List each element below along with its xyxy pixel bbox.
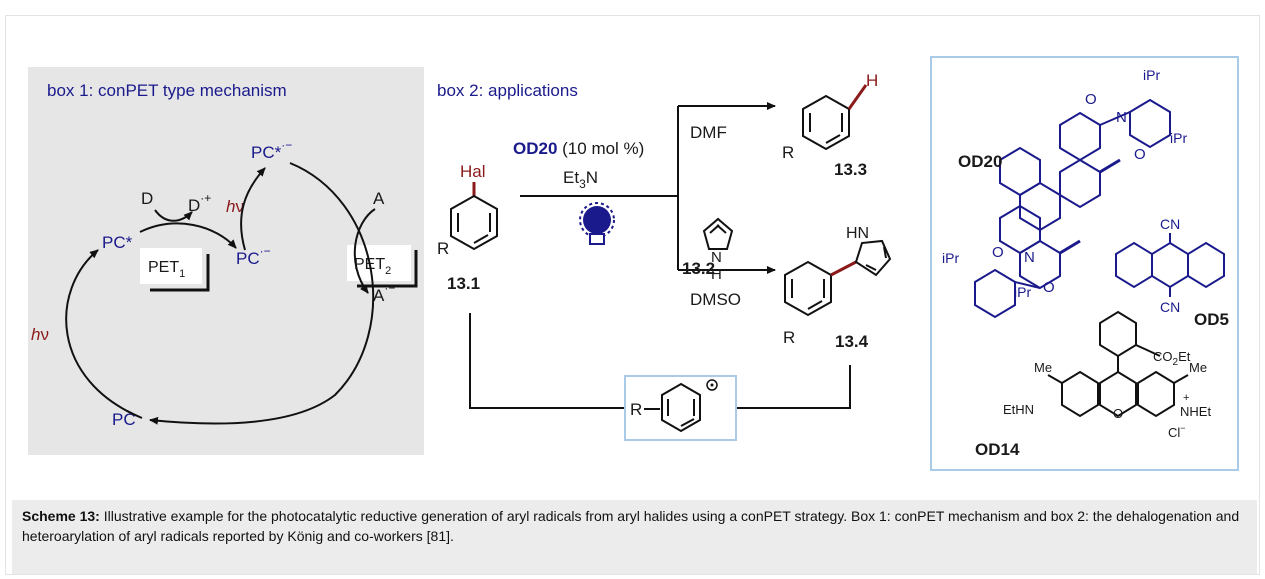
pc-star-radical-anion: PC*·− [251, 138, 292, 162]
od14-plus: + [1183, 392, 1189, 404]
donor: D [141, 189, 153, 208]
connector-right [736, 365, 851, 409]
pet1-label: PET1 [140, 248, 210, 292]
svg-text:PET1: PET1 [148, 259, 185, 280]
solvent-dmf: DMF [690, 123, 727, 142]
pyrrole-n: N [711, 249, 722, 266]
product-13-4: HN R 13.4 [783, 225, 892, 351]
connector-left [469, 313, 625, 409]
pc-star: PC* [102, 233, 133, 252]
od5-cn-top: CN [1160, 216, 1180, 232]
acceptor: A [373, 189, 385, 208]
od20-n-bottom: N [1024, 249, 1035, 266]
base-et3n: Et3N [563, 168, 598, 191]
donor-radical-cation: D·+ [188, 191, 211, 215]
product-h: H [866, 71, 878, 90]
light-label-lower: hν [31, 325, 49, 344]
od5-label: OD5 [1194, 310, 1229, 329]
light-label-upper: hν [226, 197, 244, 216]
od5-cn-bottom: CN [1160, 299, 1180, 315]
od20-o-3: O [992, 244, 1004, 261]
od14-label: OD14 [975, 440, 1020, 459]
box1-title: box 1: conPET type mechanism [47, 81, 287, 100]
od20-o-2: O [1134, 146, 1146, 163]
box2-applications: box 2: applications Hal R 13.1 OD20 (10 … [437, 71, 892, 441]
reaction-scheme: box 1: conPET type mechanism PC*·− PC* P… [28, 56, 1239, 471]
r-substituent: R [437, 239, 449, 258]
od20-ipr-3: iPr [942, 250, 959, 266]
box3-frame [930, 56, 1239, 471]
box1-conpet-mechanism: box 1: conPET type mechanism PC*·− PC* P… [28, 67, 424, 455]
od20-label: OD20 [958, 152, 1002, 171]
pc-radical-anion: PC·− [236, 244, 271, 268]
figure-frame [5, 15, 1260, 575]
r-substituent-radical: R [630, 400, 642, 419]
od14-o: O [1113, 406, 1123, 421]
hal-label: Hal [460, 162, 486, 181]
box2-title: box 2: applications [437, 81, 578, 100]
box3-photocatalysts: N N O O O O iPr iPr iPr iPr OD20 CN CN O… [930, 56, 1239, 471]
od20-ipr-2: iPr [1170, 130, 1187, 146]
pet2-label: PET2 [347, 245, 418, 288]
od14-me-left: Me [1034, 360, 1052, 375]
aryl-halide-13-1: Hal R 13.1 [437, 162, 498, 293]
catalyst-conditions: OD20 (10 mol %) [513, 139, 644, 158]
od20-ipr-1: iPr [1143, 67, 1160, 83]
od14-co2et: CO2Et [1153, 349, 1191, 368]
od20-o-1: O [1085, 91, 1097, 108]
r-substituent-13-3: R [782, 143, 794, 162]
od14-ethn: EtHN [1003, 402, 1034, 417]
pc: PC [112, 410, 136, 429]
od14-nhet: NHEt [1180, 404, 1211, 419]
od20-ipr-4: iPr [1014, 284, 1031, 300]
solvent-dmso: DMSO [690, 290, 741, 309]
caption-text: Illustrative example for the photocataly… [22, 508, 1240, 544]
od14-structure [1047, 310, 1189, 418]
od14-chloride: Cl− [1168, 423, 1186, 440]
pyrrole-13-2: N H 13.2 [682, 217, 734, 283]
compound-13-1-label: 13.1 [447, 274, 480, 293]
pyrrole-nh-h: H [711, 266, 722, 283]
product-13-3: H R 13.3 [782, 71, 878, 179]
od20-structure [974, 98, 1171, 319]
compound-13-2-label: 13.2 [682, 259, 715, 278]
aryl-radical-box: R [624, 375, 737, 441]
compound-13-3-label: 13.3 [834, 160, 867, 179]
caption-label: Scheme 13: [22, 508, 100, 524]
compound-13-4-label: 13.4 [835, 332, 869, 351]
od14-me-right: Me [1189, 360, 1207, 375]
blue-led-icon [579, 202, 615, 245]
od20-n-top: N [1116, 109, 1127, 126]
od20-o-4: O [1043, 279, 1055, 296]
scheme-caption: Scheme 13: Illustrative example for the … [12, 500, 1257, 574]
od5-structure [1115, 233, 1225, 297]
pyrrole-hn: HN [846, 225, 869, 242]
acceptor-radical-anion: A·− [373, 281, 395, 305]
box1-arrows [65, 162, 376, 425]
r-substituent-13-4: R [783, 328, 795, 347]
